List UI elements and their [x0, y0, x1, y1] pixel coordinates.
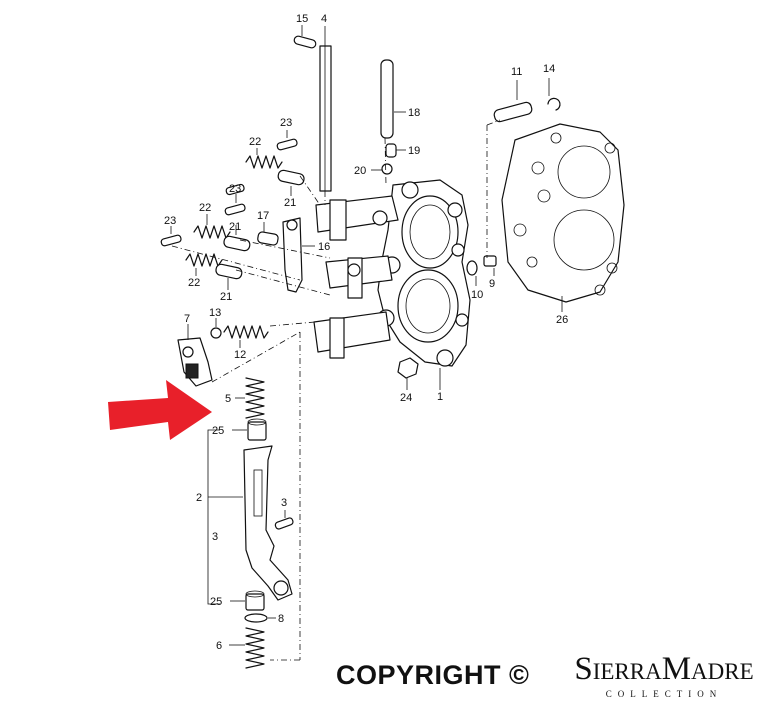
part-19-plug [385, 143, 406, 158]
label-17: 17 [257, 210, 269, 222]
label-24: 24 [400, 392, 412, 404]
callout-labels: 15 4 11 14 18 23 22 19 20 23 21 22 17 23… [164, 13, 568, 652]
red-pointer-arrow [108, 380, 212, 440]
label-20: 20 [354, 165, 366, 177]
label-21-c: 21 [220, 291, 232, 303]
part-24-nut [397, 357, 419, 390]
part-9-bolt [483, 255, 497, 276]
assembly-centerlines [171, 119, 501, 661]
label-3-pin: 3 [281, 497, 287, 509]
part-23-pin-c [160, 226, 182, 247]
part-22-spring-c [185, 253, 223, 276]
part-5-spring [235, 377, 265, 419]
label-22-b: 22 [199, 202, 211, 214]
part-16-lever [282, 217, 315, 293]
part-23-pin-b [224, 194, 246, 216]
part-21-sleeve-c [215, 263, 243, 290]
label-3-group: 3 [212, 531, 218, 543]
part-13-ball [210, 318, 222, 339]
part-6-spring [229, 627, 265, 669]
part-25-bushing-lower [230, 590, 265, 611]
label-8: 8 [278, 613, 284, 625]
label-22-c: 22 [188, 277, 200, 289]
part-8-washer [244, 613, 276, 623]
part-25-bushing-upper [232, 418, 267, 441]
part-3-pin [274, 510, 294, 530]
brand-logo-text: SierraMadre [574, 651, 754, 687]
part-22-spring-b [193, 214, 231, 239]
part-2-fork [208, 445, 293, 601]
label-23-b: 23 [229, 183, 241, 195]
label-16: 16 [318, 241, 330, 253]
part-20-ball [371, 163, 393, 175]
part-11-pin [493, 80, 533, 123]
part-22-spring-a [245, 148, 283, 169]
part-17-bushing [257, 222, 279, 246]
group-bracket-line [207, 429, 220, 605]
label-15: 15 [296, 13, 308, 25]
label-21-b: 21 [229, 221, 241, 233]
part-15-pin [293, 25, 317, 49]
part-12-spring [223, 325, 269, 348]
part-4-shaft [319, 26, 332, 192]
copyright-text: COPYRIGHT © [336, 660, 530, 690]
label-7: 7 [184, 313, 190, 325]
part-26-gasket [501, 123, 625, 312]
label-22-a: 22 [249, 136, 261, 148]
part-1-housing [313, 179, 471, 390]
label-13: 13 [209, 307, 221, 319]
part-23-pin-d [225, 183, 245, 196]
label-21-a: 21 [284, 197, 296, 209]
part-18-rod [380, 59, 406, 139]
part-21-sleeve-a [277, 169, 305, 196]
label-14: 14 [543, 63, 555, 75]
part-7-bracket [177, 324, 213, 387]
label-10: 10 [471, 289, 483, 301]
brand-subtitle: COLLECTION [605, 689, 723, 699]
label-18: 18 [408, 107, 420, 119]
label-1: 1 [437, 391, 443, 403]
label-19: 19 [408, 145, 420, 157]
label-25-upper: 25 [212, 425, 224, 437]
label-11: 11 [511, 66, 522, 78]
part-23-pin-a [276, 130, 298, 151]
label-2: 2 [196, 492, 202, 504]
label-12: 12 [234, 349, 246, 361]
label-26: 26 [556, 314, 568, 326]
label-6: 6 [216, 640, 222, 652]
label-9: 9 [489, 278, 495, 290]
label-23-c: 23 [164, 215, 176, 227]
part-21-sleeve-b [223, 225, 251, 252]
label-5: 5 [225, 393, 231, 405]
label-23-a: 23 [280, 117, 292, 129]
label-25-lower: 25 [210, 596, 222, 608]
label-4: 4 [321, 13, 327, 25]
part-14-clip [547, 78, 561, 111]
part-10-washer [466, 260, 478, 286]
